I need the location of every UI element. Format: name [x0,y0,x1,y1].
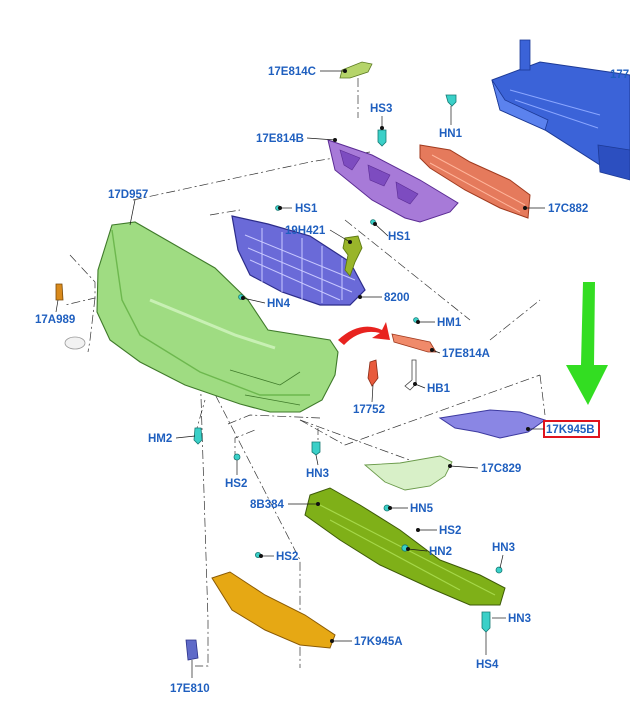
label-HS1-upper: HS1 [295,203,318,215]
label-HN3-center: HN3 [306,468,329,480]
label-17A989: 17A989 [35,314,75,326]
label-HN5: HN5 [410,503,434,515]
upper-grille-shape [327,139,459,223]
label-HN2: HN2 [429,546,452,558]
label-HN3-upper-right: HN3 [492,542,515,554]
bracket-17E814C-shape [339,61,373,79]
label-17D957: 17D957 [108,189,148,201]
label-8200: 8200 [384,292,410,304]
label-HN3-lower-right: HN3 [508,613,531,625]
label-HN4: HN4 [267,298,291,310]
reinforcement-beam-shape [491,39,630,181]
part-labels: 17E814C HS3 HN1 177 17E814B 17D957 17C88… [35,66,629,695]
energy-absorber-shape [419,144,531,219]
part-17E810-shape [185,639,199,661]
label-HS2-left: HS2 [225,478,247,490]
label-17E814A: 17E814A [442,348,490,360]
label-17E814C: 17E814C [268,66,316,78]
bracket-19H421-shape [342,235,363,277]
label-HS2-right: HS2 [439,525,461,537]
part-17K945A-shape [211,571,336,649]
label-17E814B: 17E814B [256,133,304,145]
label-HB1: HB1 [427,383,451,395]
bumper-cover-shape [96,221,339,413]
label-8B384: 8B384 [250,499,284,511]
bracket-17752-shape [367,359,379,387]
label-17752: 17752 [353,404,385,416]
fasteners [193,94,503,633]
label-19H421: 19H421 [285,225,326,237]
leader-lines [55,70,545,678]
bracket-17E814A-shape [391,333,437,353]
red-curved-arrow [338,322,390,345]
label-HS1-lower: HS1 [388,231,411,243]
part-17A989-shape [55,283,64,301]
hb1-clip-shape [404,359,417,391]
label-HS3: HS3 [370,103,392,115]
label-HS4: HS4 [476,659,499,671]
grille-8200-shape [231,215,366,306]
label-17E810: 17E810 [170,683,210,695]
leader-dots [241,69,530,643]
part-17C829-shape [363,455,453,491]
green-down-arrow [566,282,608,405]
part-17K945B-shape [438,409,547,439]
label-17C882: 17C882 [548,203,588,215]
cap-shape [64,336,86,350]
label-HM2: HM2 [148,433,172,445]
label-17K945A: 17K945A [354,636,403,648]
label-177: 177 [610,69,629,81]
label-17C829: 17C829 [481,463,521,475]
label-HN1: HN1 [439,128,463,140]
label-HM1: HM1 [437,317,462,329]
label-17K945B: 17K945B [546,424,595,436]
label-HS2-lower: HS2 [276,551,298,563]
